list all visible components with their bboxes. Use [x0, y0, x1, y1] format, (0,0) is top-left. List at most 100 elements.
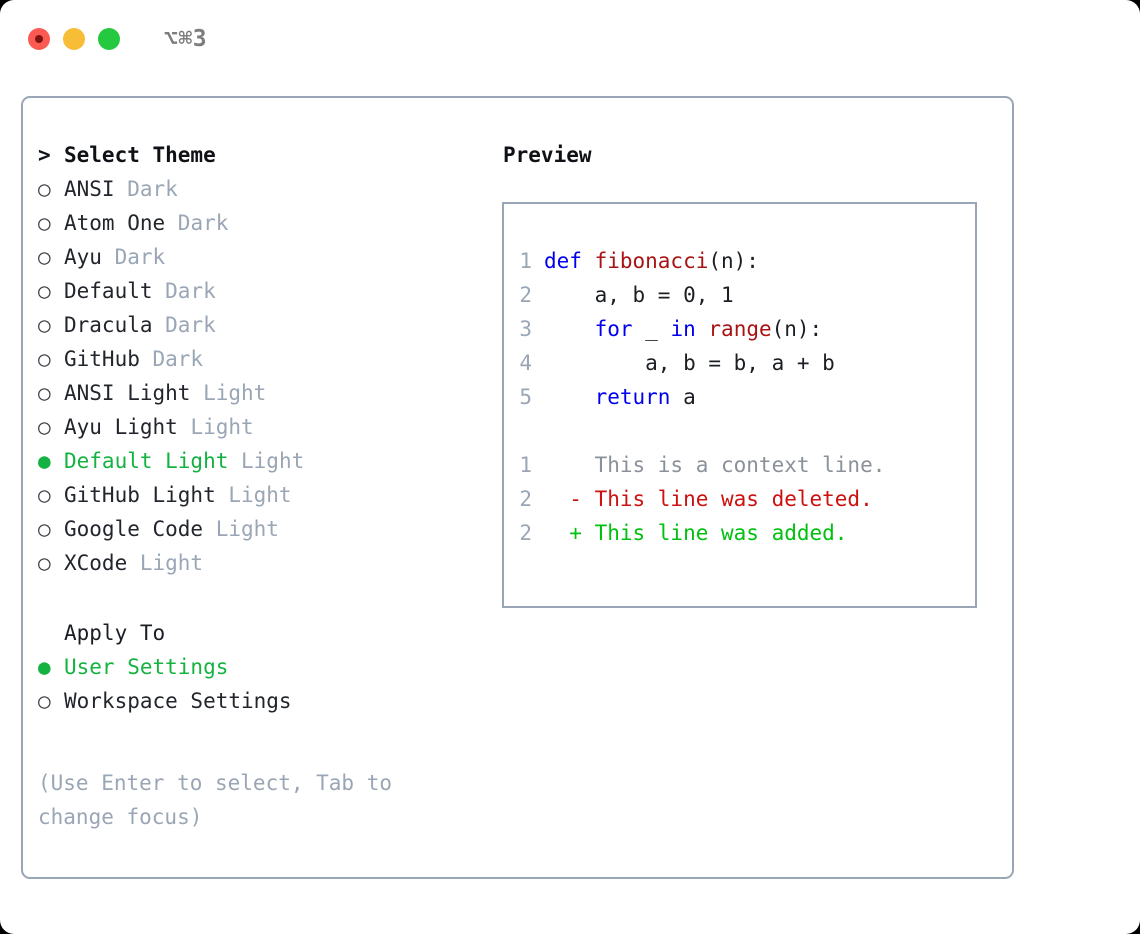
line-number: 5 [519, 385, 532, 409]
radio-unselected-icon: ○ [38, 347, 51, 371]
close-button[interactable] [28, 28, 50, 50]
apply-to-spacer-icon: ○ [38, 616, 64, 650]
code-token: def [544, 249, 595, 273]
code-token: fibonacci [594, 249, 709, 273]
theme-name: Google Code [64, 517, 204, 541]
line-number: 3 [519, 317, 532, 341]
code-token: a, b = b, a + b [544, 351, 835, 375]
keyboard-hint-text: (Use Enter to select, Tab to change focu… [38, 771, 405, 829]
diff-text: - This line was deleted. [544, 487, 873, 511]
theme-name: Ayu [64, 245, 102, 269]
theme-category-badge: Dark [165, 211, 229, 235]
theme-list-item[interactable]: ○ Ayu Dark [38, 240, 488, 274]
theme-list-item[interactable]: ○Google Code Light [38, 512, 488, 546]
apply-to-item[interactable]: ○Workspace Settings [38, 684, 488, 718]
radio-unselected-icon: ○ [38, 211, 51, 235]
theme-name: Default Light [64, 449, 229, 473]
code-line: 3 for _ in range(n): [504, 312, 975, 346]
code-line: 5 return a [504, 380, 975, 414]
diff-sample: 1 This is a context line.2 - This line w… [504, 448, 975, 550]
main-panel: > Select Theme ○ANSI Dark○Atom One Dark○… [21, 96, 1014, 879]
minimize-button[interactable] [63, 28, 85, 50]
focus-caret-icon: > [38, 143, 51, 167]
theme-list-item[interactable]: ○Default Dark [38, 274, 488, 308]
code-token: (n): [771, 317, 823, 341]
code-line: 4 a, b = b, a + b [504, 346, 975, 380]
radio-unselected-icon: ○ [38, 177, 51, 201]
apply-to-header: ○ Apply To [38, 616, 488, 650]
code-token: for [594, 317, 633, 341]
code-text: a, b = b, a + b [544, 346, 835, 380]
diff-line: 2 - This line was deleted. [504, 482, 975, 516]
theme-name: GitHub [64, 347, 140, 371]
theme-category-badge: Dark [139, 347, 204, 371]
code-token [696, 317, 709, 341]
code-token [544, 317, 595, 341]
code-text: return a [544, 380, 696, 414]
theme-list-item[interactable]: ○Ayu Light Light [38, 410, 488, 444]
theme-list-item[interactable]: ○ ANSI Dark [38, 172, 488, 206]
code-token: a [670, 385, 696, 409]
radio-unselected-icon: ○ [38, 313, 51, 337]
keyboard-shortcut-label: ⌥⌘3 [164, 26, 208, 52]
code-token: _ [632, 317, 671, 341]
theme-name: ANSI [64, 177, 115, 201]
maximize-button[interactable] [98, 28, 120, 50]
code-token [544, 385, 595, 409]
theme-name: GitHub Light [64, 483, 216, 507]
theme-name: ANSI Light [64, 381, 191, 405]
theme-category-badge: Light [190, 381, 267, 405]
theme-name: Default [64, 279, 153, 303]
theme-category-badge: Light [215, 483, 292, 507]
diff-line: 1 This is a context line. [504, 448, 975, 482]
theme-name: Ayu Light [64, 415, 178, 439]
select-theme-title: Select Theme [64, 143, 216, 167]
line-number: 2 [519, 487, 532, 511]
theme-list-item[interactable]: ○ Atom One Dark [38, 206, 488, 240]
theme-list: ○ANSI Dark○Atom One Dark○Ayu Dark○Defaul… [38, 172, 488, 580]
radio-unselected-icon: ○ [38, 245, 51, 269]
theme-list-item[interactable]: ○ANSI Light Light [38, 376, 488, 410]
select-theme-header: > Select Theme [38, 138, 488, 172]
line-number: 2 [519, 283, 532, 307]
radio-selected-icon: ● [38, 449, 51, 473]
theme-name: Atom One [64, 211, 166, 235]
code-token: return [594, 385, 671, 409]
theme-category-badge: Dark [152, 279, 216, 303]
code-text: def fibonacci(n): [544, 244, 759, 278]
code-line: 1 def fibonacci(n): [504, 244, 975, 278]
apply-to-list: ● User Settings ○Workspace Settings [38, 650, 488, 718]
code-token: (n): [708, 249, 759, 273]
code-line: 2 a, b = 0, 1 [504, 278, 975, 312]
code-token: a, b = 0, 1 [544, 283, 734, 307]
apply-to-label: User Settings [64, 655, 229, 679]
radio-selected-icon: ● [38, 655, 51, 679]
theme-category-badge: Light [203, 517, 279, 541]
apply-to-item[interactable]: ● User Settings [38, 650, 488, 684]
theme-list-item[interactable]: ● Default Light Light [38, 444, 488, 478]
apply-to-title: Apply To [64, 621, 166, 645]
theme-list-item[interactable]: ○ GitHub Dark [38, 342, 488, 376]
code-text: for _ in range(n): [544, 312, 823, 346]
preview-title: Preview [503, 143, 592, 167]
radio-unselected-icon: ○ [38, 415, 51, 439]
code-token: range [708, 317, 772, 341]
line-number: 1 [519, 249, 532, 273]
theme-list-item[interactable]: ○XCode Light [38, 546, 488, 580]
line-number: 2 [519, 521, 532, 545]
title-bar: ⌥⌘3 [0, 0, 1140, 78]
apply-to-label: Workspace Settings [64, 689, 292, 713]
line-number: 4 [519, 351, 532, 375]
theme-list-item[interactable]: ○Dracula Dark [38, 308, 488, 342]
radio-unselected-icon: ○ [38, 483, 51, 507]
theme-category-badge: Light [127, 551, 204, 575]
theme-category-badge: Dark [114, 177, 178, 201]
theme-category-badge: Light [228, 449, 305, 473]
theme-list-item[interactable]: ○ GitHub Light Light [38, 478, 488, 512]
code-token: in [670, 317, 696, 341]
theme-selector-column: > Select Theme ○ANSI Dark○Atom One Dark○… [38, 138, 488, 834]
theme-name: XCode [64, 551, 128, 575]
theme-category-badge: Dark [101, 245, 166, 269]
